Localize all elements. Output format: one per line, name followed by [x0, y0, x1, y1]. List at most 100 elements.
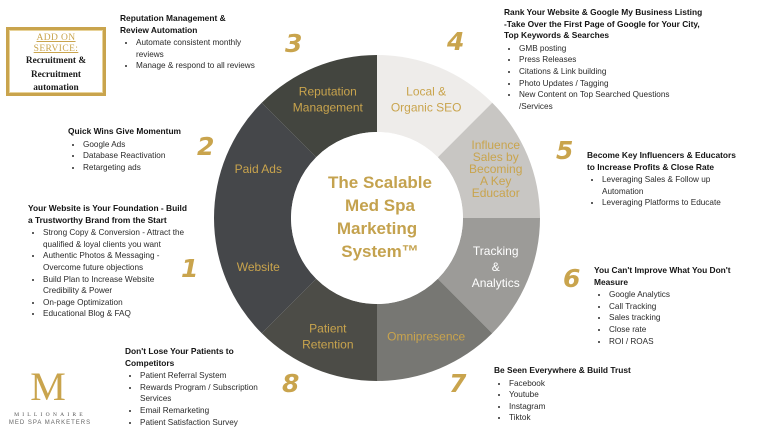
list-item: Rewards Program / Subscription Services	[140, 382, 270, 405]
block-title: Don't Lose Your Patients to Competitors	[125, 346, 275, 369]
segment-label-local-organic-seo: Organic SEO	[391, 100, 462, 114]
block-tracking: You Can't Improve What You Don't Measure…	[594, 265, 764, 347]
bullet-list: Google Analytics Call Tracking Sales tra…	[594, 289, 764, 347]
block-title: Be Seen Everywhere & Build Trust	[494, 365, 664, 377]
bullet-list: GMB posting Press Releases Citations & L…	[504, 43, 764, 113]
logo-line1: MILLIONAIRE	[14, 412, 86, 418]
logo-line2: MED SPA MARKETERS	[8, 420, 92, 426]
list-item: GMB posting	[519, 43, 764, 55]
step-number-5: 5	[556, 136, 574, 165]
bullet-list: Automate consistent monthly reviews Mana…	[120, 37, 290, 72]
center-title-line4: System™	[341, 242, 418, 261]
list-item: New Content on Top Searched Questions /S…	[519, 89, 689, 112]
step-number-3: 3	[285, 29, 303, 58]
list-item: ROI / ROAS	[609, 336, 764, 348]
block-title: Become Key Influencers & Educators to In…	[587, 150, 767, 173]
list-item: Photo Updates / Tagging	[519, 78, 764, 90]
list-item: Google Analytics	[609, 289, 764, 301]
list-item: Close rate	[609, 324, 764, 336]
segment-label-website: Website	[237, 260, 280, 274]
addon-header-line1: ADD ON	[36, 33, 76, 43]
list-item: Press Releases	[519, 54, 764, 66]
block-website: Your Website is Your Foundation - Build …	[28, 203, 198, 320]
title-line: Reputation Management &	[120, 13, 226, 23]
list-item: Strong Copy & Conversion - Attract the q…	[43, 227, 198, 250]
step-number-4: 4	[447, 27, 465, 56]
list-item: Patient Referral System	[140, 370, 275, 382]
block-paid-ads: Quick Wins Give Momentum Google Ads Data…	[68, 126, 208, 173]
title-line: Quick Wins Give Momentum	[68, 126, 182, 136]
center-title-line1: The Scalable	[328, 173, 432, 192]
segment-label-reputation-management: Reputation	[299, 84, 357, 98]
block-local-seo: Rank Your Website & Google My Business L…	[504, 7, 764, 112]
list-item: Youtube	[509, 389, 664, 401]
block-patient-retention: Don't Lose Your Patients to Competitors …	[125, 346, 275, 428]
segment-label-patient-retention: Patient	[309, 322, 347, 336]
segment-label-influence-sales: A Key	[480, 174, 511, 188]
segment-label-paid-ads: Paid Ads	[235, 162, 282, 176]
bullet-list: Strong Copy & Conversion - Attract the q…	[28, 227, 198, 320]
segment-label-influence-sales: Sales by	[473, 150, 519, 164]
block-title: Reputation Management & Review Automatio…	[120, 13, 290, 36]
center-title-line3: Marketing	[337, 219, 417, 238]
list-item: Facebook	[509, 378, 664, 390]
block-title: Quick Wins Give Momentum	[68, 126, 208, 138]
segment-influence-sales	[437, 102, 540, 218]
list-item: Tiktok	[509, 412, 664, 424]
segment-paid-ads	[214, 102, 317, 218]
title-line: Competitors	[125, 357, 175, 368]
step-number-6: 6	[563, 264, 581, 293]
title-line: Measure	[594, 276, 628, 287]
segment-label-reputation-management: Management	[293, 100, 364, 114]
step-number-7: 7	[449, 369, 467, 398]
segment-label-local-organic-seo: Local &	[406, 84, 446, 98]
title-line: Don't Lose Your Patients to	[125, 346, 234, 356]
wheel-center-circle	[291, 132, 463, 304]
bullet-list: Facebook Youtube Instagram Tiktok	[494, 378, 664, 424]
list-item: Database Reactivation	[83, 150, 208, 162]
segment-website	[213, 218, 317, 334]
bullet-list: Google Ads Database Reactivation Retarge…	[68, 139, 208, 174]
list-item: Google Ads	[83, 139, 208, 151]
title-line: Be Seen Everywhere & Build Trust	[494, 365, 631, 375]
segment-label-influence-sales: Educator	[472, 186, 520, 200]
center-title-line2: Med Spa	[345, 196, 415, 215]
title-line: Top Keywords & Searches	[504, 30, 610, 41]
block-title: Rank Your Website & Google My Business L…	[504, 7, 764, 42]
list-item: Educational Blog & FAQ	[43, 308, 198, 320]
addon-body-line1: Recruitment &	[25, 56, 87, 66]
segment-local-organic-seo	[377, 55, 493, 158]
list-item: Leveraging Sales & Follow up Automation	[602, 174, 722, 197]
title-line: a Trustworthy Brand from the Start	[28, 214, 167, 225]
step-number-8: 8	[282, 369, 300, 398]
title-line: You Can't Improve What You Don't	[594, 265, 731, 275]
step-number-2: 2	[197, 132, 215, 161]
wheel-segments	[213, 55, 540, 381]
list-item: Manage & respond to all reviews	[136, 60, 290, 72]
list-item: Call Tracking	[609, 301, 764, 313]
segment-label-tracking-analytics: Analytics	[472, 276, 520, 290]
block-title: You Can't Improve What You Don't Measure	[594, 265, 764, 288]
segment-omnipresence	[377, 278, 493, 381]
bullet-list: Leveraging Sales & Follow up Automation …	[587, 174, 767, 209]
block-reputation: Reputation Management & Review Automatio…	[120, 13, 290, 72]
block-omnipresence: Be Seen Everywhere & Build Trust Faceboo…	[494, 365, 664, 424]
list-item: Instagram	[509, 401, 664, 413]
list-item: Automate consistent monthly reviews	[136, 37, 266, 60]
list-item: Authentic Photos & Messaging - Overcome …	[43, 250, 173, 273]
addon-body: Recruitment & Recruitment automation	[9, 55, 103, 96]
segment-label-influence-sales: Becoming	[469, 162, 522, 176]
title-line: -Take Over the First Page of Google for …	[504, 18, 700, 29]
bullet-list: Patient Referral System Rewards Program …	[125, 370, 275, 428]
logo-mark: M	[30, 364, 66, 409]
list-item: Retargeting ads	[83, 162, 208, 174]
addon-body-line2: Recruitment	[30, 69, 82, 80]
segment-reputation-management	[261, 55, 377, 158]
addon-header-line2: SERVICE:	[33, 44, 79, 54]
list-item: Patient Satisfaction Survey	[140, 417, 275, 429]
list-item: Citations & Link building	[519, 66, 764, 78]
segment-label-tracking-analytics: Tracking	[473, 244, 519, 258]
list-item: Leveraging Platforms to Educate	[602, 197, 767, 209]
list-item: On-page Optimization	[43, 297, 198, 309]
